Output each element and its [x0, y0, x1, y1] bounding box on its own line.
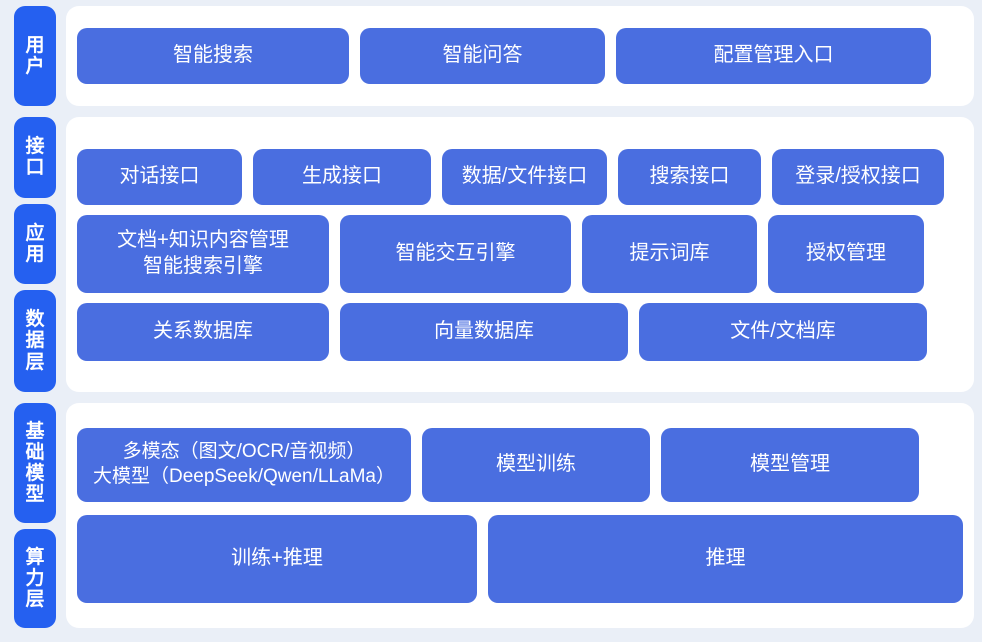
layer-label-user-text: 用户	[25, 34, 45, 77]
band-base: 基础模型 算力层 多模态（图文/OCR/音视频） 大模型（DeepSeek/Qw…	[0, 403, 982, 629]
box-interaction-engine[interactable]: 智能交互引擎	[340, 214, 571, 293]
box-multimodal-llm[interactable]: 多模态（图文/OCR/音视频） 大模型（DeepSeek/Qwen/LLaMa）	[77, 428, 411, 502]
box-model-training[interactable]: 模型训练	[422, 428, 650, 502]
box-dialog-api[interactable]: 对话接口	[77, 148, 242, 205]
band-middle: 接口 应用 数据层 对话接口 生成接口 数据/文件接口 搜索接口 登录/授权接口…	[0, 117, 982, 392]
layer-label-application-text: 应用	[25, 222, 45, 265]
box-vector-db[interactable]: 向量数据库	[340, 302, 628, 361]
rail-base: 基础模型 算力层	[0, 403, 56, 629]
layer-label-data-text: 数据层	[25, 309, 45, 373]
box-doc-knowledge-management[interactable]: 文档+知识内容管理 智能搜索引擎	[77, 214, 329, 293]
box-relational-db[interactable]: 关系数据库	[77, 302, 329, 361]
row-model: 多模态（图文/OCR/音视频） 大模型（DeepSeek/Qwen/LLaMa）…	[77, 428, 963, 502]
row-user: 智能搜索 智能问答 配置管理入口	[77, 28, 963, 84]
panel-base: 多模态（图文/OCR/音视频） 大模型（DeepSeek/Qwen/LLaMa）…	[66, 403, 974, 628]
box-smart-qa[interactable]: 智能问答	[360, 28, 605, 84]
box-infer[interactable]: 推理	[488, 515, 963, 603]
layer-label-foundation-model: 基础模型	[14, 403, 56, 524]
band-user: 用户 智能搜索 智能问答 配置管理入口	[0, 6, 982, 106]
layer-label-user: 用户	[14, 6, 56, 106]
layer-label-interface-text: 接口	[25, 136, 45, 179]
box-model-management[interactable]: 模型管理	[661, 428, 919, 502]
layer-label-interface: 接口	[14, 117, 56, 198]
row-application: 文档+知识内容管理 智能搜索引擎 智能交互引擎 提示词库 授权管理	[77, 214, 963, 293]
box-auth-management[interactable]: 授权管理	[768, 214, 924, 293]
rail-user: 用户	[0, 6, 56, 106]
row-interface: 对话接口 生成接口 数据/文件接口 搜索接口 登录/授权接口	[77, 148, 963, 205]
box-train-and-infer[interactable]: 训练+推理	[77, 515, 477, 603]
row-data: 关系数据库 向量数据库 文件/文档库	[77, 302, 963, 361]
box-data-file-api[interactable]: 数据/文件接口	[442, 148, 607, 205]
layer-label-data: 数据层	[14, 290, 56, 392]
rail-middle: 接口 应用 数据层	[0, 117, 56, 392]
layer-label-compute-text: 算力层	[25, 546, 45, 611]
panel-middle: 对话接口 生成接口 数据/文件接口 搜索接口 登录/授权接口 文档+知识内容管理…	[66, 117, 974, 392]
box-config-entry[interactable]: 配置管理入口	[616, 28, 931, 84]
box-search-api[interactable]: 搜索接口	[618, 148, 761, 205]
layer-label-application: 应用	[14, 203, 56, 285]
layer-label-foundation-model-text: 基础模型	[25, 420, 45, 506]
box-smart-search[interactable]: 智能搜索	[77, 28, 349, 84]
box-generate-api[interactable]: 生成接口	[253, 148, 431, 205]
box-file-doc-store[interactable]: 文件/文档库	[639, 302, 927, 361]
panel-user: 智能搜索 智能问答 配置管理入口	[66, 6, 974, 106]
box-prompt-library[interactable]: 提示词库	[582, 214, 757, 293]
row-compute: 训练+推理 推理	[77, 515, 963, 603]
box-login-auth-api[interactable]: 登录/授权接口	[772, 148, 944, 205]
layer-label-compute: 算力层	[14, 529, 56, 629]
